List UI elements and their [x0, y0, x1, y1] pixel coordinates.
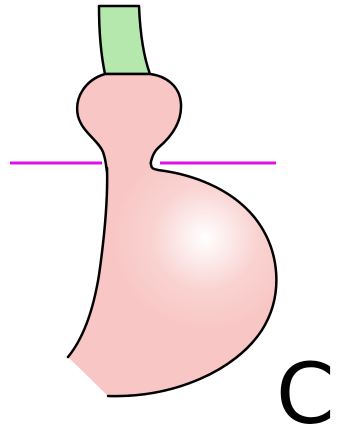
esophagus: [99, 6, 150, 74]
panel-label: C: [276, 352, 335, 436]
gastric-pouch: [77, 74, 181, 172]
